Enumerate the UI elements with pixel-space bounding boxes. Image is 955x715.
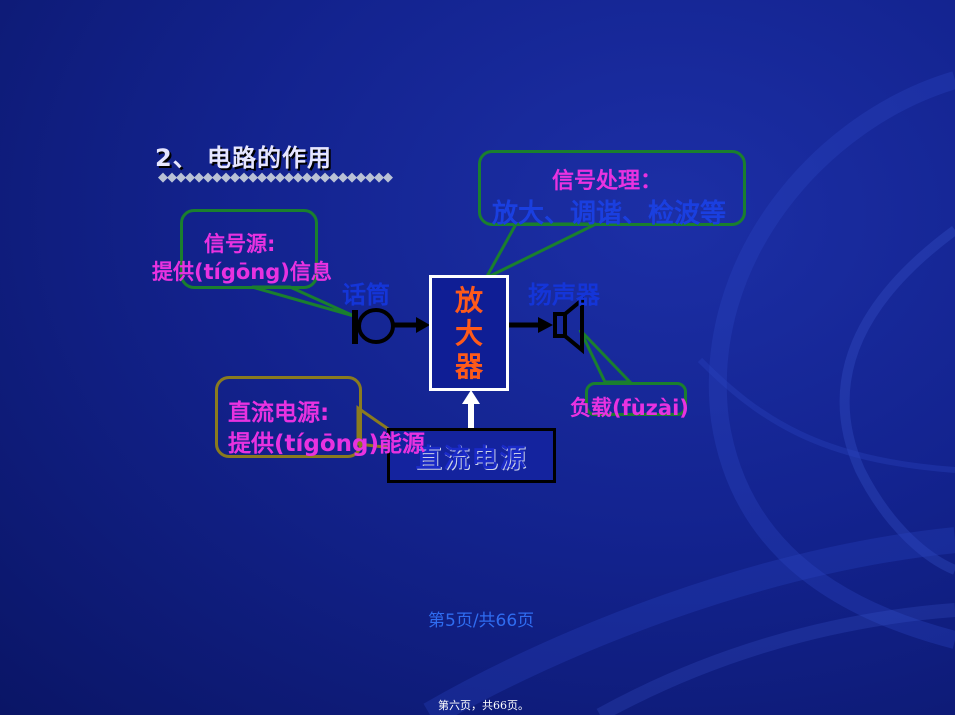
dc-power-callout-body: 提供(tígōng)能源 [228, 431, 426, 457]
signal-processing-title: 信号处理： [552, 169, 663, 194]
slide-title: 2、 电路的作用 [155, 144, 333, 172]
signal-source-body: 提供(tígōng)信息 [152, 260, 332, 284]
signal-processing-callout [478, 150, 746, 226]
page-number: 第5页/共66页 [428, 611, 535, 631]
load-callout [585, 382, 687, 416]
microphone-label: 话筒 [342, 280, 390, 309]
source-callout-pointer [251, 285, 355, 318]
amplifier-block [429, 275, 509, 391]
footer-text: 第六页，共66页。 [438, 699, 529, 712]
dc-power-block [387, 428, 556, 483]
amplifier-label: 放大器 [429, 284, 509, 383]
load-callout-text: 负载(fùzài) [570, 396, 689, 420]
microphone-icon [352, 308, 430, 344]
signal-source-title: 信号源: [204, 232, 276, 256]
dc-power-callout-title: 直流电源: [228, 400, 330, 426]
processing-callout-pointer [482, 222, 597, 282]
title-diamond-divider: ◆◆◆◆◆◆◆◆◆◆◆◆◆◆◆◆◆◆◆◆◆◆◆◆◆◆ [158, 170, 393, 185]
signal-source-callout [180, 209, 318, 289]
dc-power-callout [215, 376, 362, 458]
signal-processing-body: 放大、调谐、检波等 [492, 199, 727, 229]
dc-to-amp-arrow [462, 390, 480, 428]
amplifier-label-text: 放大器 [454, 284, 483, 383]
amp-to-speaker-arrow [509, 317, 553, 333]
speaker-label: 扬声器 [528, 280, 600, 309]
speaker-icon [553, 295, 584, 355]
load-callout-pointer [578, 328, 634, 384]
dc-power-label: 直流电源 [415, 444, 528, 474]
